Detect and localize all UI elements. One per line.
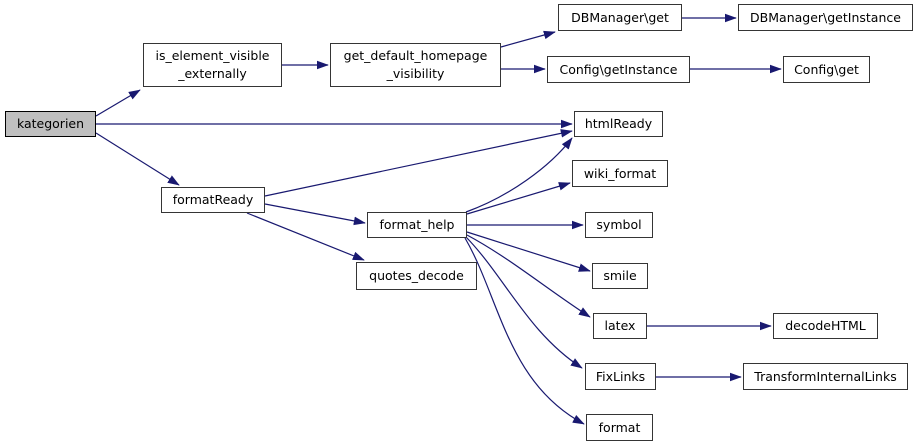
node-latex[interactable]: latex <box>593 313 647 339</box>
edge-get_default-dbmanager_get <box>500 30 556 48</box>
edge-kategorien-formatready <box>95 132 180 186</box>
edge-format_help-wiki_format <box>466 182 571 215</box>
node-wiki-format[interactable]: wiki_format <box>572 160 668 187</box>
node-decodehtml[interactable]: decodeHTML <box>773 313 878 339</box>
node-kategorien[interactable]: kategorien <box>5 111 96 137</box>
node-formatready[interactable]: formatReady <box>161 187 265 213</box>
node-get-default-homepage-visibility[interactable]: get_default_homepage _visibility <box>330 43 501 87</box>
edge-format_help-fixlinks <box>465 236 583 369</box>
node-dbmanager-getinstance[interactable]: DBManager\getInstance <box>738 4 913 31</box>
node-transforminternallinks[interactable]: TransformInternalLinks <box>743 363 908 390</box>
node-format[interactable]: format <box>586 414 653 441</box>
edge-format_help-latex <box>466 234 591 318</box>
node-smile[interactable]: smile <box>592 263 648 289</box>
node-is-element-visible-externally[interactable]: is_element_visible _externally <box>143 43 282 87</box>
edge-formatready-format_help <box>264 203 366 226</box>
node-quotes-decode[interactable]: quotes_decode <box>356 262 477 290</box>
node-symbol[interactable]: symbol <box>585 212 653 238</box>
edge-formatready-quotes_decode <box>246 212 365 261</box>
edge-format_help-htmlready <box>465 137 573 213</box>
edge-format_help-smile <box>466 231 591 272</box>
node-fixlinks[interactable]: FixLinks <box>585 363 656 390</box>
node-dbmanager-get[interactable]: DBManager\get <box>558 4 682 31</box>
node-format-help[interactable]: format_help <box>367 212 467 238</box>
edge-format_help-format <box>464 237 585 425</box>
node-config-get[interactable]: Config\get <box>783 56 870 83</box>
edge-formatready-htmlready <box>264 129 573 197</box>
edge-kategorien-is_element_visible_externally <box>95 89 141 117</box>
node-htmlready[interactable]: htmlReady <box>574 111 663 137</box>
node-config-getinstance[interactable]: Config\getInstance <box>547 56 690 83</box>
